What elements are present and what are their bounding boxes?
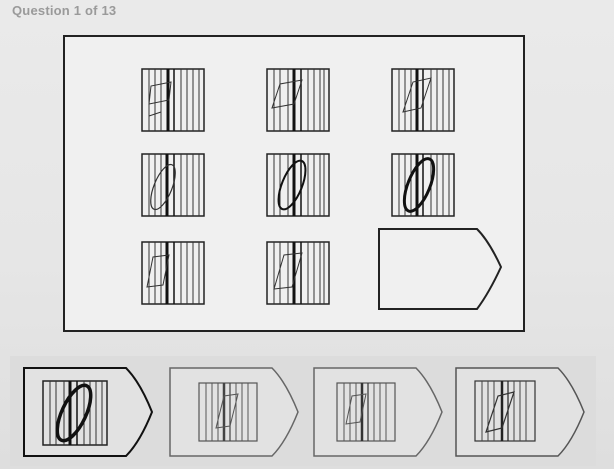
answer-choices xyxy=(10,356,596,466)
matrix-cell-r2c3 xyxy=(391,153,455,217)
matrix-cell-r2c2 xyxy=(266,153,330,217)
answer-choice-1[interactable] xyxy=(22,366,156,458)
answer-choice-3[interactable] xyxy=(312,366,446,458)
matrix-cell-r3c1 xyxy=(141,241,205,305)
question-counter: Question 1 of 13 xyxy=(12,3,117,18)
answer-choice-4[interactable] xyxy=(454,366,588,458)
matrix-cell-r1c3 xyxy=(391,68,455,132)
matrix-cell-r1c2 xyxy=(266,68,330,132)
answer-slot[interactable] xyxy=(377,227,505,311)
matrix-panel xyxy=(63,35,525,332)
matrix-cell-r3c2 xyxy=(266,241,330,305)
matrix-cell-r2c1 xyxy=(141,153,205,217)
matrix-cell-r1c1 xyxy=(141,68,205,132)
answer-choice-2[interactable] xyxy=(168,366,302,458)
